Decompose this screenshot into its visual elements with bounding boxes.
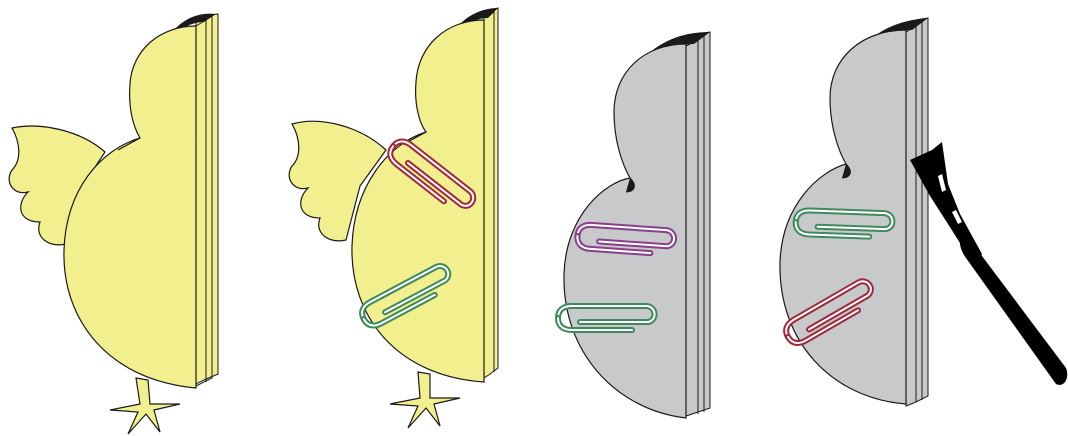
glue-brush-icon	[910, 142, 1067, 385]
chick-body	[64, 26, 196, 388]
chick-foot	[390, 372, 460, 428]
chick-booklet-plain	[9, 14, 218, 434]
chick-foot	[110, 378, 180, 434]
chick-booklet-clipped	[289, 8, 498, 428]
blank-booklet-clipped	[558, 32, 710, 418]
blank-booklet-glue	[780, 18, 1067, 406]
